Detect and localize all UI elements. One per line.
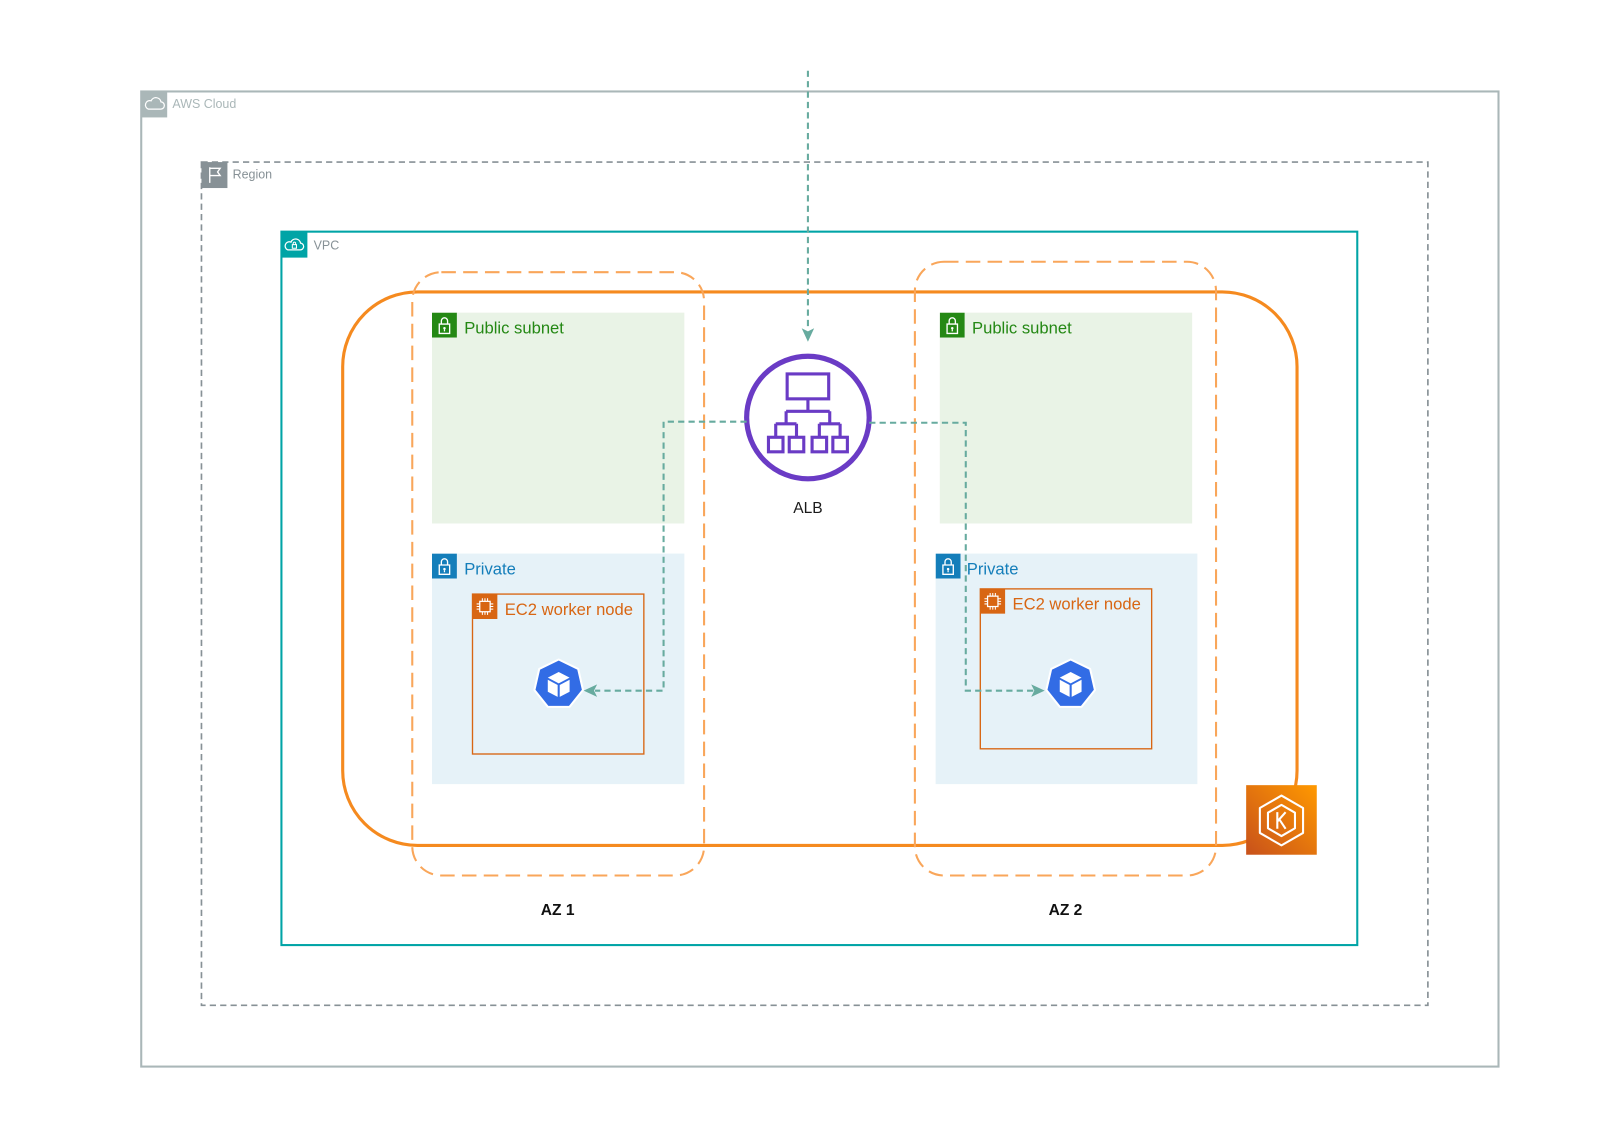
ec2-instance-icon — [472, 594, 498, 619]
private-subnet-label: Private — [967, 559, 1019, 578]
vpc-group: VPC — [280, 230, 1359, 947]
arrow-head — [583, 684, 598, 697]
arrow-head — [801, 328, 815, 342]
aws-cloud-group: AWS Cloud — [140, 90, 1500, 1068]
private-subnet-label: Private — [464, 559, 516, 578]
public-subnet-area — [939, 312, 1193, 524]
public-subnet-lock-icon — [432, 312, 457, 338]
public-subnet-lock-icon — [939, 312, 965, 338]
kubernetes-pod-icon — [533, 658, 585, 708]
vpc-icon — [281, 231, 308, 258]
traffic-connectors — [583, 70, 1045, 697]
public-subnet-area — [432, 312, 685, 524]
aws-cloud-label: AWS Cloud — [172, 97, 236, 111]
vpc-label: VPC — [314, 238, 340, 252]
public-subnet-az2: Public subnet — [939, 312, 1193, 524]
amazon-eks-icon — [1246, 785, 1317, 855]
application-load-balancer-icon — [744, 353, 872, 482]
availability-zone-2: AZ 2 — [913, 260, 1218, 919]
alb-to-az2-pod-arrow — [869, 421, 1034, 692]
aws-cloud-boundary — [140, 90, 1500, 1068]
ec2-worker-node-boundary — [471, 593, 645, 755]
ec2-instance-icon — [980, 588, 1006, 614]
arrow-head — [1031, 684, 1045, 697]
region-flag-icon — [201, 162, 228, 189]
public-subnet-label: Public subnet — [972, 318, 1072, 337]
public-subnet-label: Public subnet — [464, 318, 564, 337]
az-2-boundary — [913, 260, 1218, 877]
alb-to-az1-pod-arrow — [595, 420, 747, 692]
ec2-worker-node-label: EC2 worker node — [505, 600, 633, 619]
alb-label: ALB — [793, 500, 822, 517]
eks-cluster-boundary — [341, 290, 1299, 847]
application-load-balancer: ALB — [744, 353, 872, 517]
az-1-boundary — [411, 271, 706, 877]
private-subnet-lock-icon — [935, 553, 961, 579]
region-label: Region — [233, 168, 273, 182]
private-subnet-lock-icon — [432, 553, 457, 579]
kubernetes-pod-icon — [1045, 658, 1096, 708]
region-group: Region — [200, 161, 1429, 1007]
ec2-worker-node-az1: EC2 worker node — [471, 593, 645, 755]
region-boundary — [200, 161, 1429, 1007]
vpc-boundary — [280, 230, 1359, 947]
public-subnet-az1: Public subnet — [432, 312, 685, 524]
ec2-worker-node-az2: EC2 worker node — [979, 588, 1153, 750]
aws-cloud-icon — [141, 91, 168, 118]
az-1-label: AZ 1 — [541, 902, 575, 919]
ec2-worker-node-boundary — [979, 588, 1153, 750]
availability-zone-1: AZ 1 — [411, 271, 706, 919]
ec2-worker-node-label: EC2 worker node — [1012, 595, 1140, 614]
az-2-label: AZ 2 — [1049, 902, 1083, 919]
